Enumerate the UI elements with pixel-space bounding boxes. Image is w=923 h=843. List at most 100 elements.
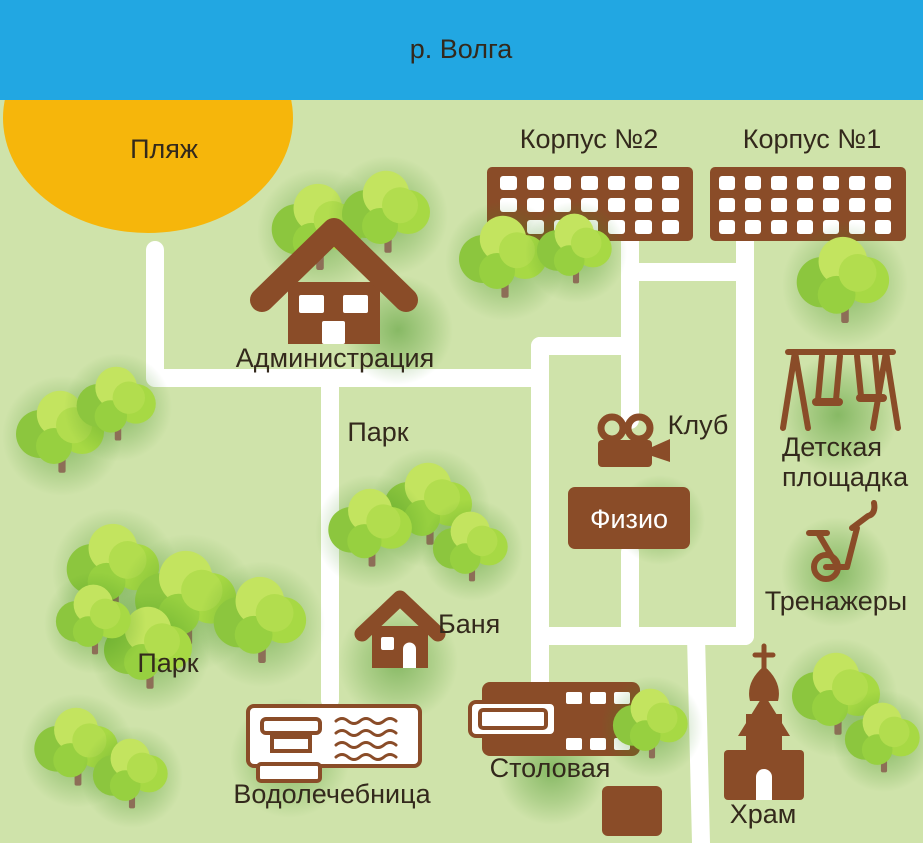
building-window bbox=[797, 176, 813, 190]
swing1-ropes bbox=[815, 353, 843, 403]
physio-label: Физио bbox=[590, 504, 668, 534]
hydrotherapy-icon bbox=[246, 704, 422, 783]
building-window bbox=[771, 220, 787, 234]
physio-block: Физио bbox=[568, 487, 690, 549]
building-window bbox=[875, 220, 891, 234]
building-window bbox=[849, 198, 865, 212]
river bbox=[0, 0, 923, 100]
banya-door bbox=[403, 642, 416, 668]
building-window bbox=[745, 220, 761, 234]
club-camera-lens bbox=[652, 439, 670, 462]
building-window bbox=[662, 220, 679, 234]
building-window bbox=[745, 198, 761, 212]
canteen-window bbox=[566, 738, 582, 750]
canteen-window bbox=[566, 692, 582, 704]
building-window bbox=[608, 198, 625, 212]
tree-foliage bbox=[646, 702, 678, 734]
building-window bbox=[823, 176, 839, 190]
building-window bbox=[797, 220, 813, 234]
temple-dome bbox=[749, 666, 779, 701]
tree-foliage bbox=[466, 525, 498, 557]
playground-icon bbox=[780, 349, 901, 431]
club-reel bbox=[624, 413, 654, 443]
building-window bbox=[554, 176, 571, 190]
administration-building-icon bbox=[250, 218, 418, 344]
label-park-lower: Парк bbox=[137, 648, 198, 678]
building-window bbox=[771, 198, 787, 212]
building-window bbox=[608, 176, 625, 190]
hydro-annex bbox=[256, 762, 322, 783]
label-korpus2: Корпус №2 bbox=[520, 124, 659, 154]
building-window bbox=[849, 176, 865, 190]
tree-foliage bbox=[255, 594, 294, 632]
building-window bbox=[875, 176, 891, 190]
tree-foliage bbox=[144, 623, 180, 660]
tree bbox=[778, 638, 898, 758]
building-window bbox=[797, 198, 813, 212]
building-window bbox=[823, 198, 839, 212]
tree-foliage bbox=[838, 254, 877, 292]
admin-door bbox=[322, 321, 345, 344]
building-window bbox=[662, 198, 679, 212]
hydro-wave bbox=[334, 753, 398, 761]
tree-foliage bbox=[89, 598, 121, 630]
tree bbox=[445, 201, 565, 321]
banya-window bbox=[381, 637, 394, 650]
tree-foliage bbox=[126, 752, 158, 784]
admin-window bbox=[343, 295, 368, 313]
bike-seat bbox=[806, 530, 841, 570]
tree bbox=[833, 690, 923, 793]
label-club: Клуб bbox=[668, 410, 729, 440]
blob bbox=[778, 355, 898, 475]
hydro-wave bbox=[334, 741, 398, 749]
canteen-window bbox=[590, 738, 606, 750]
tree-foliage bbox=[366, 504, 401, 539]
canteen-window bbox=[590, 692, 606, 704]
swing2-seat bbox=[856, 394, 887, 402]
tree bbox=[44, 572, 146, 675]
label-administration: Администрация bbox=[236, 343, 434, 373]
building-window bbox=[635, 220, 652, 234]
temple-door bbox=[756, 769, 772, 800]
hydro-wave bbox=[334, 717, 398, 725]
swing1-seat bbox=[812, 398, 843, 406]
club-icon bbox=[597, 413, 670, 467]
club-camera-body bbox=[598, 440, 652, 467]
label-temple: Храм bbox=[730, 799, 797, 829]
building-window bbox=[719, 220, 735, 234]
tree bbox=[315, 474, 429, 589]
building-window bbox=[771, 176, 787, 190]
label-beach: Пляж bbox=[130, 134, 198, 164]
admin-roof bbox=[250, 218, 418, 312]
admin-window bbox=[299, 295, 324, 313]
building-window bbox=[719, 198, 735, 212]
building-window bbox=[745, 176, 761, 190]
tree bbox=[525, 201, 627, 304]
label-korpus1: Корпус №1 bbox=[743, 124, 882, 154]
gym-icon bbox=[806, 500, 878, 582]
hydro-wave bbox=[334, 729, 398, 737]
swing2-ropes bbox=[854, 353, 882, 399]
club-reel bbox=[597, 413, 627, 443]
tree bbox=[782, 221, 908, 348]
tree-foliage bbox=[570, 227, 602, 259]
canteen-annex bbox=[602, 786, 662, 836]
banya-icon bbox=[354, 590, 446, 668]
label-banya: Баня bbox=[438, 609, 500, 639]
building-window bbox=[581, 176, 598, 190]
label-gym: Тренажеры bbox=[765, 586, 907, 616]
hydro-bath-top bbox=[260, 717, 322, 735]
tree bbox=[64, 353, 172, 462]
label-hydrotherapy: Водолечебница bbox=[233, 779, 431, 809]
label-playground-line2: площадка bbox=[782, 462, 909, 492]
tree-foliage bbox=[832, 669, 868, 706]
building-window bbox=[527, 176, 544, 190]
building-window bbox=[719, 176, 735, 190]
label-park-upper: Парк bbox=[347, 417, 408, 447]
label-canteen: Столовая bbox=[490, 753, 611, 783]
building-window bbox=[662, 176, 679, 190]
tree-foliage bbox=[112, 381, 145, 414]
hydro-bath-base bbox=[270, 735, 312, 753]
building-window bbox=[635, 198, 652, 212]
